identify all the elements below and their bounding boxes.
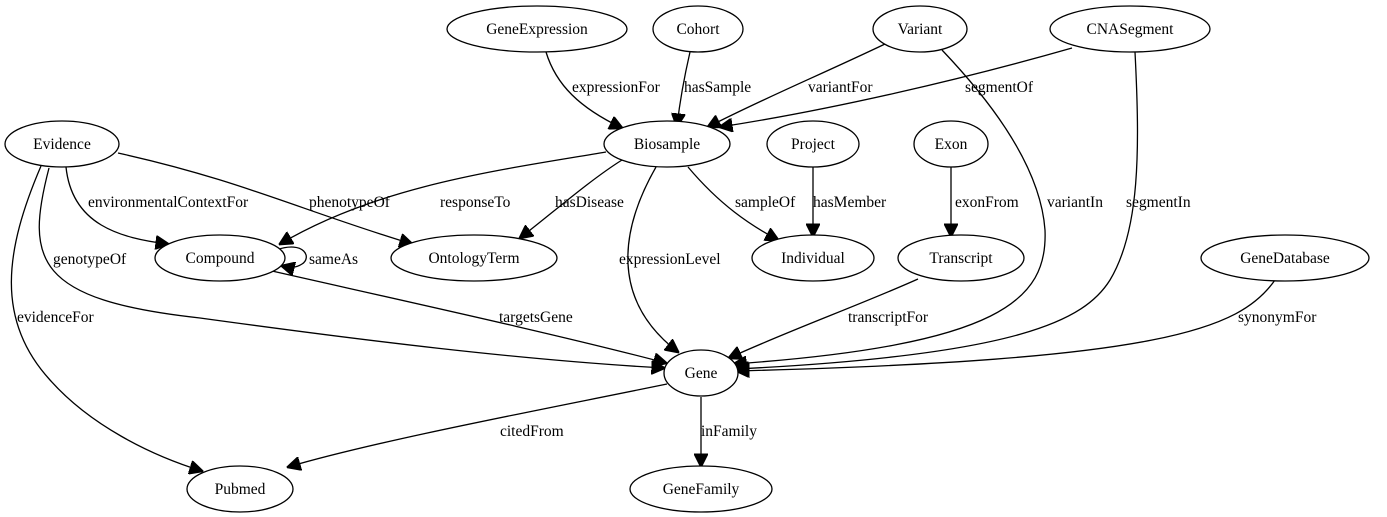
edge-exonFrom: exonFrom — [951, 167, 1019, 236]
node-label: Exon — [935, 136, 968, 153]
edge-label: synonymFor — [1238, 309, 1317, 326]
edge-citedFrom: citedFrom — [288, 383, 668, 467]
node-label: OntologyTerm — [428, 250, 519, 267]
edge-responseTo: responseTo — [280, 151, 607, 244]
edge-segmentOf: segmentOf — [720, 47, 1073, 127]
node-Gene: Gene — [663, 349, 739, 397]
node-Project: Project — [766, 120, 860, 168]
node-label: Biosample — [634, 136, 700, 153]
edge-targetsGene: targetsGene — [271, 270, 666, 363]
node-label: GeneFamily — [663, 481, 740, 498]
edge-expressionFor: expressionFor — [545, 51, 661, 128]
edge-label: inFamily — [701, 423, 757, 440]
edge-inFamily: inFamily — [701, 397, 757, 466]
edge-transcriptFor: transcriptFor — [729, 278, 929, 358]
edge-label: variantIn — [1047, 194, 1103, 211]
edge-phenotypeOf: phenotypeOf — [117, 152, 412, 244]
edge-segmentIn: segmentIn — [736, 51, 1191, 369]
node-label: Transcript — [929, 250, 993, 267]
edge-label: transcriptFor — [848, 309, 929, 326]
node-Exon: Exon — [913, 120, 989, 168]
edge-label: environmentalContextFor — [88, 194, 249, 211]
node-label: Compound — [186, 250, 255, 267]
edge-label: variantFor — [808, 79, 873, 96]
edge-sampleOf: sampleOf — [687, 166, 796, 240]
edge-label: responseTo — [440, 194, 511, 211]
edge-environmentalContextFor: environmentalContextFor — [65, 166, 249, 244]
node-Variant: Variant — [872, 5, 968, 53]
node-label: Gene — [685, 365, 718, 382]
node-label: Variant — [898, 21, 943, 38]
edge-hasSample: hasSample — [677, 51, 751, 126]
edge-evidenceFor: evidenceFor — [10, 165, 202, 471]
edge-label: exonFrom — [955, 194, 1019, 211]
node-Transcript: Transcript — [897, 234, 1025, 282]
edge-label: phenotypeOf — [309, 194, 391, 211]
edge-label: hasSample — [684, 79, 751, 96]
node-Pubmed: Pubmed — [186, 465, 294, 513]
edge-hasDisease: hasDisease — [520, 159, 624, 238]
edge-expressionLevel: expressionLevel — [619, 166, 721, 352]
node-label: GeneExpression — [486, 21, 588, 38]
node-label: GeneDatabase — [1240, 250, 1330, 267]
edge-variantFor: variantFor — [708, 43, 886, 127]
node-Evidence: Evidence — [4, 120, 120, 168]
node-Biosample: Biosample — [603, 120, 731, 168]
node-OntologyTerm: OntologyTerm — [390, 234, 558, 282]
node-label: Project — [791, 136, 836, 153]
edge-variantIn: variantIn — [734, 49, 1103, 364]
edge-label: citedFrom — [500, 423, 564, 440]
edge-hasMember: hasMember — [813, 167, 887, 236]
node-GeneFamily: GeneFamily — [629, 465, 773, 513]
edge-label: genotypeOf — [53, 251, 127, 268]
node-CNASegment: CNASegment — [1049, 5, 1211, 53]
edge-genotypeOf: genotypeOf — [38, 167, 664, 368]
node-Compound: Compound — [154, 234, 286, 282]
edge-label: evidenceFor — [17, 309, 94, 326]
node-label: Evidence — [33, 136, 91, 153]
edge-synonymFor: synonymFor — [737, 279, 1317, 371]
node-label: Individual — [781, 250, 845, 267]
edge-label: targetsGene — [499, 309, 573, 326]
edge-label: sampleOf — [735, 194, 796, 211]
edge-label: sameAs — [309, 251, 358, 268]
node-label: Cohort — [676, 21, 720, 38]
node-GeneDatabase: GeneDatabase — [1200, 234, 1370, 282]
edge-label: expressionFor — [572, 79, 661, 96]
node-label: CNASegment — [1087, 21, 1175, 38]
edge-label: expressionLevel — [619, 251, 721, 268]
edge-label: hasDisease — [555, 194, 624, 211]
node-GeneExpression: GeneExpression — [446, 5, 628, 53]
node-Individual: Individual — [751, 234, 875, 282]
node-label: Pubmed — [215, 481, 266, 498]
edge-sameAs: sameAs — [275, 246, 358, 268]
edge-label: segmentOf — [965, 79, 1034, 96]
edge-label: segmentIn — [1126, 194, 1191, 211]
edge-label: hasMember — [813, 194, 887, 211]
node-Cohort: Cohort — [652, 5, 744, 53]
